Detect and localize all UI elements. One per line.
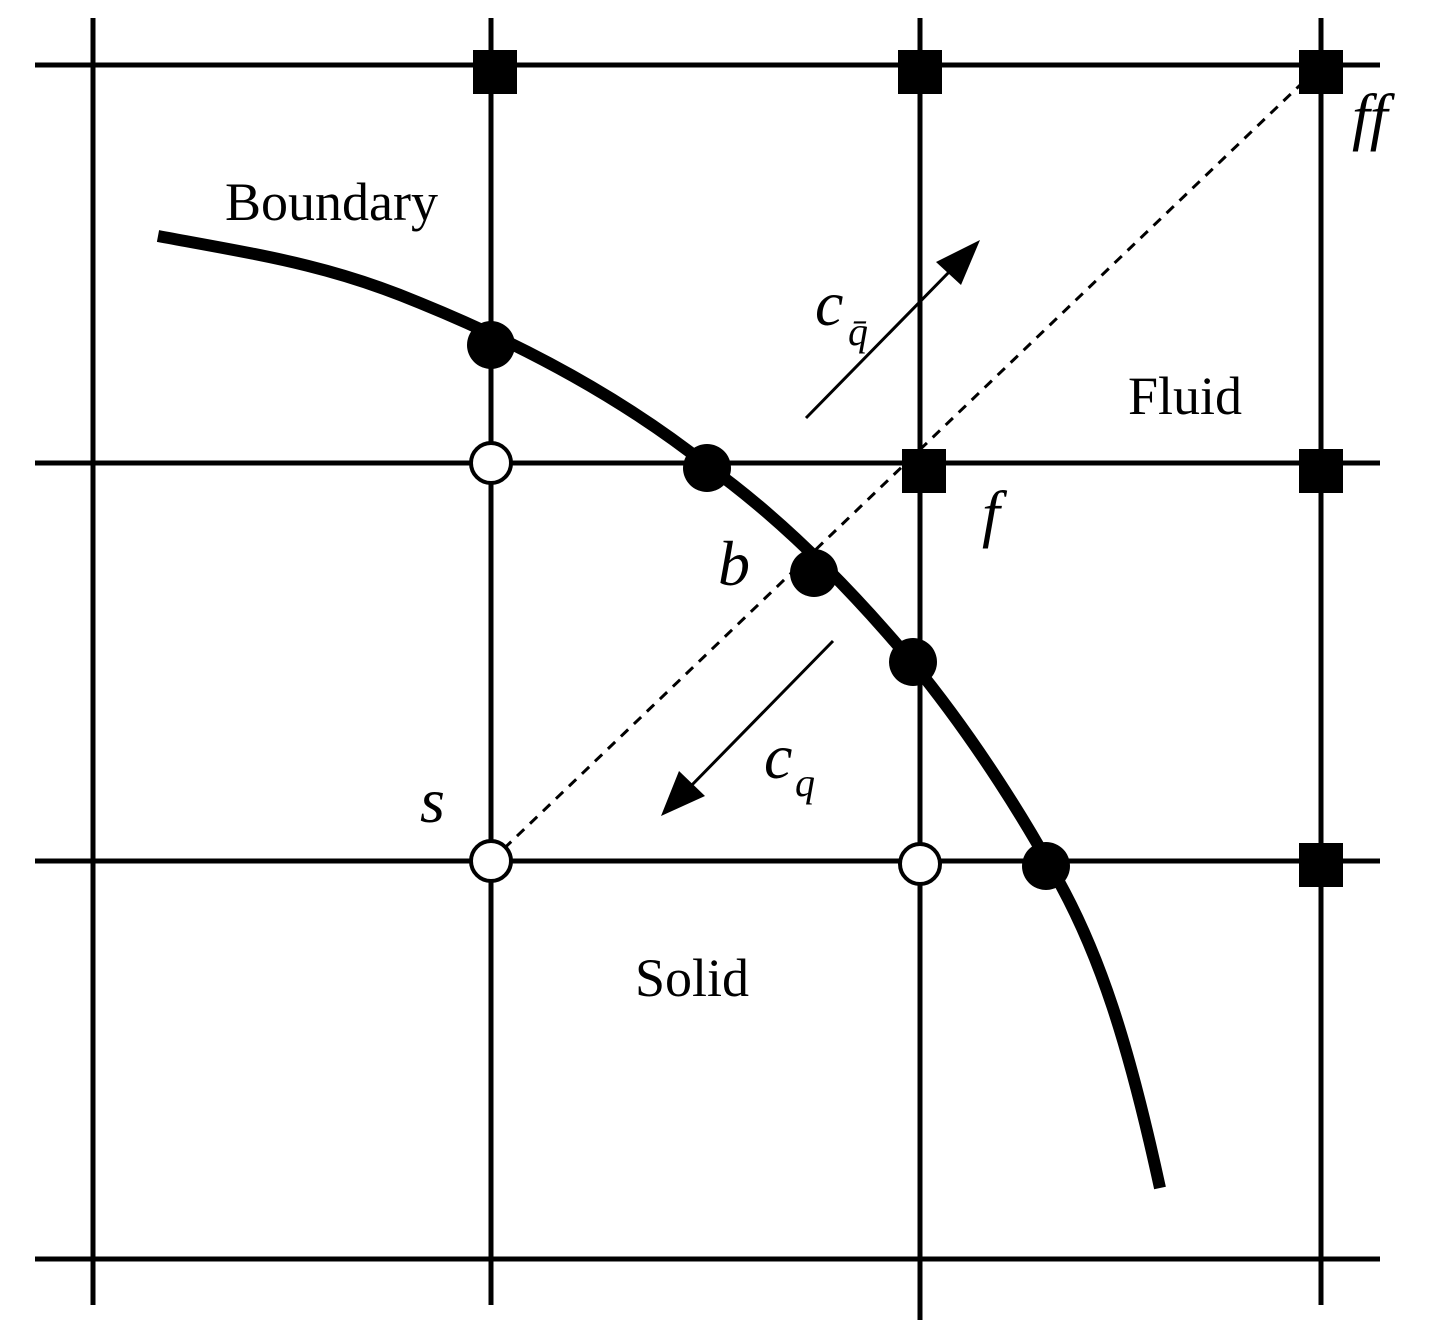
solid-node xyxy=(898,842,942,886)
velocity-label-c-q-base: c xyxy=(764,721,792,792)
boundary-node xyxy=(889,638,937,686)
arrow-c-q xyxy=(661,639,835,816)
node-label-b: b xyxy=(718,528,750,599)
fluid-label: Fluid xyxy=(1128,366,1242,426)
arrow-c-q-shaft xyxy=(686,639,835,791)
velocity-label-c-qbar: c q̄ xyxy=(815,268,868,354)
node-label-f: f xyxy=(982,478,1008,549)
solid-node-s xyxy=(469,839,513,883)
arrow-c-qbar-shaft xyxy=(804,266,955,420)
lattice-grid xyxy=(35,18,1380,1320)
fluid-node xyxy=(1299,449,1343,493)
boundary-node xyxy=(683,444,731,492)
boundary-label: Boundary xyxy=(225,172,438,232)
fluid-node-f xyxy=(902,449,946,493)
arrow-c-qbar xyxy=(804,240,980,420)
arrow-c-q-head xyxy=(661,771,705,816)
arrow-c-qbar-head xyxy=(936,240,980,285)
fluid-node-ff xyxy=(1299,50,1343,94)
velocity-label-c-q: c q xyxy=(764,721,815,805)
fluid-node xyxy=(1299,843,1343,887)
velocity-label-c-q-sub: q xyxy=(795,760,815,805)
node-label-s: s xyxy=(420,765,445,836)
boundary-curve xyxy=(156,230,1166,1190)
boundary-nodes xyxy=(467,321,1070,890)
boundary-node xyxy=(1022,842,1070,890)
solid-node xyxy=(469,441,513,485)
fluid-node xyxy=(473,50,517,94)
boundary-node-b xyxy=(790,549,838,597)
solid-label: Solid xyxy=(635,948,749,1008)
fluid-node xyxy=(898,50,942,94)
node-label-ff: ff xyxy=(1352,81,1396,152)
solid-nodes xyxy=(469,441,942,886)
link-line-s-to-ff xyxy=(489,63,1323,863)
velocity-label-c-qbar-sub: q̄ xyxy=(848,309,868,354)
fluid-nodes xyxy=(473,50,1343,887)
boundary-node xyxy=(467,321,515,369)
velocity-label-c-qbar-base: c xyxy=(815,268,843,339)
